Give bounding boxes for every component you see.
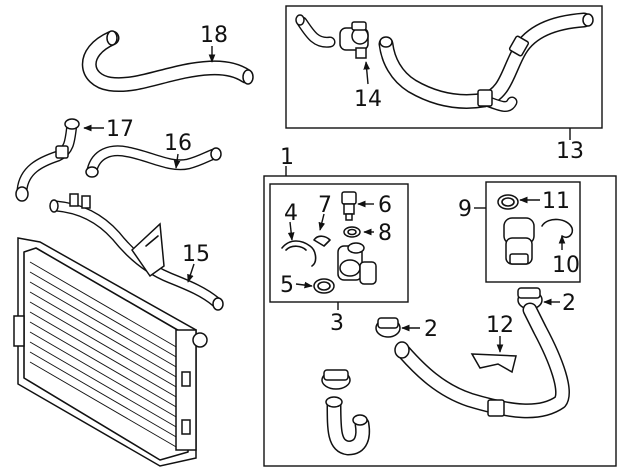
callout-15: 15: [182, 242, 210, 267]
callout-11: 11: [542, 189, 570, 214]
callout-13: 13: [556, 139, 584, 164]
clamp-2b: [517, 287, 543, 310]
callout-10: 10: [552, 253, 580, 278]
radiator: [13, 237, 208, 467]
pipe-15: [49, 193, 224, 311]
callout-1: 1: [280, 145, 294, 170]
box-1: [263, 175, 617, 467]
housing-3: [337, 242, 377, 285]
hose-18: [81, 30, 254, 93]
box-3: [269, 183, 409, 303]
callout-7: 7: [318, 193, 332, 218]
seal-11: [497, 194, 519, 210]
hose-14-left: [295, 14, 336, 48]
clamp-2a: [375, 317, 401, 338]
leader-lines: [83, 46, 571, 353]
clip-4: [281, 240, 317, 267]
callout-17: 17: [106, 117, 134, 142]
box-9: [485, 181, 581, 283]
connector-14: [339, 21, 369, 59]
seal-8: [343, 226, 361, 238]
hose-lower-u: [325, 396, 371, 456]
callout-8: 8: [378, 221, 392, 246]
clip-7: [313, 235, 331, 247]
housing-9: [503, 217, 535, 265]
callout-labels: 18 17 16 15 14 13 1 4 7 6 8 5 3 9 11 10 …: [106, 23, 584, 342]
hose-13: [378, 12, 594, 112]
callout-18: 18: [200, 23, 228, 48]
sensor-6: [341, 191, 357, 221]
callout-12: 12: [486, 313, 514, 338]
callout-2b: 2: [562, 291, 576, 316]
callout-2a: 2: [424, 317, 438, 342]
callout-4: 4: [284, 201, 298, 226]
hose-17: [15, 118, 80, 202]
hose-1: [394, 302, 571, 419]
o-ring-5: [313, 278, 335, 294]
hose-16: [85, 145, 222, 178]
callout-9: 9: [458, 197, 472, 222]
bracket-12: [470, 353, 517, 374]
callout-14: 14: [354, 87, 382, 112]
callout-3: 3: [330, 311, 344, 336]
box-13: [285, 5, 603, 129]
callout-6: 6: [378, 193, 392, 218]
callout-16: 16: [164, 131, 192, 156]
clip-10: [541, 218, 574, 239]
callout-5: 5: [280, 273, 294, 298]
clamp-lower: [321, 369, 351, 390]
